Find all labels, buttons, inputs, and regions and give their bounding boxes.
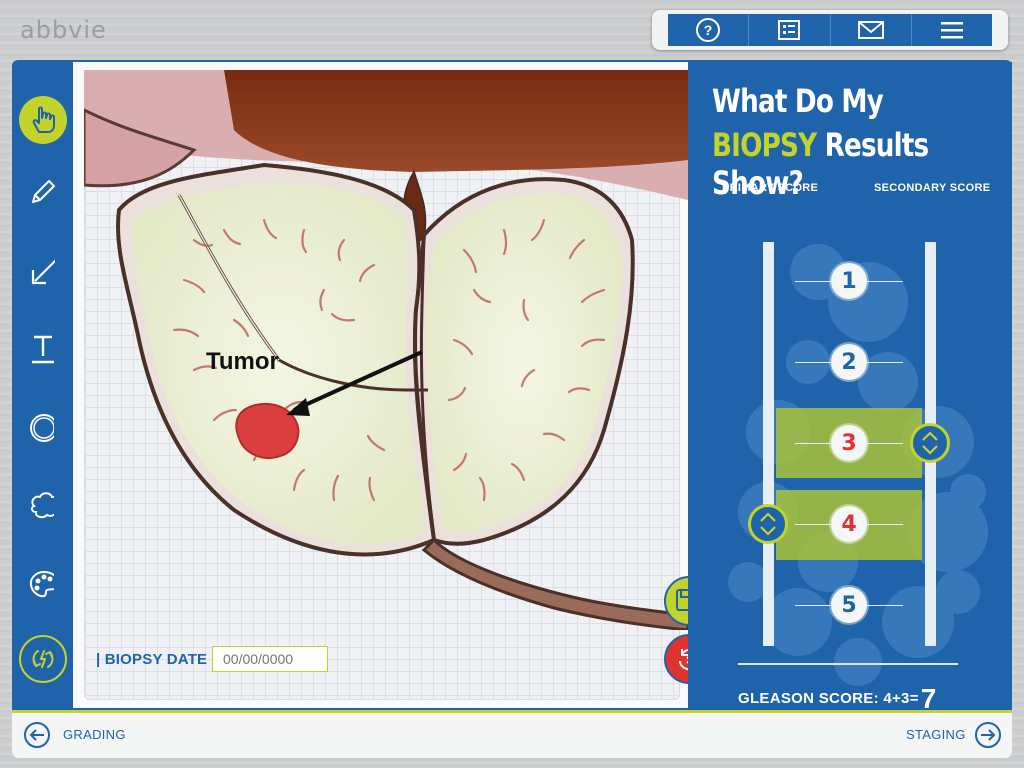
- text-icon: [32, 335, 54, 364]
- panel-title-line2: BIOPSY Results Show?: [712, 126, 968, 202]
- notes-button[interactable]: [749, 14, 831, 46]
- tumor-label: Tumor: [206, 348, 279, 375]
- up-down-chevron-icon: [760, 512, 776, 536]
- document-list-icon: [778, 20, 801, 40]
- panel-divider: [738, 663, 958, 665]
- text-tool-button[interactable]: [29, 335, 55, 364]
- circle-icon: [30, 414, 54, 442]
- circle-tool-button[interactable]: [28, 414, 54, 442]
- pencil-icon: [32, 180, 55, 203]
- arrow-right-icon: [981, 729, 996, 741]
- score-option-1[interactable]: 1: [831, 263, 867, 299]
- panel-title-line1: What Do My: [712, 82, 884, 120]
- score-option-2[interactable]: 2: [831, 344, 867, 380]
- arrow-tool-button[interactable]: [29, 259, 55, 285]
- arrow-icon: [31, 259, 55, 285]
- secondary-score-handle[interactable]: [910, 423, 950, 463]
- palette-icon: [29, 570, 54, 598]
- mail-icon: [857, 21, 884, 39]
- primary-score-label: PRIMARY SCORE: [722, 182, 819, 194]
- up-down-chevron-icon: [922, 431, 938, 455]
- help-icon: ?: [696, 18, 721, 42]
- next-button[interactable]: [975, 722, 1001, 748]
- next-label[interactable]: STAGING: [906, 727, 966, 742]
- pencil-tool-button[interactable]: [29, 179, 55, 205]
- freeform-shape-icon: [30, 492, 54, 519]
- gleason-score-label: GLEASON SCORE: 4+3=: [738, 690, 919, 707]
- shape-tool-button[interactable]: [28, 492, 54, 519]
- primary-score-handle[interactable]: [748, 504, 788, 544]
- menu-button[interactable]: [912, 14, 992, 46]
- tool-sidebar: [12, 62, 72, 708]
- score-option-4[interactable]: 4: [831, 506, 867, 542]
- reset-icon: [32, 650, 54, 668]
- score-option-5[interactable]: 5: [831, 587, 867, 623]
- panel-title-rest: Results Show?: [712, 126, 929, 202]
- email-button[interactable]: [831, 14, 912, 46]
- prev-label[interactable]: GRADING: [63, 727, 126, 742]
- biopsy-date-input[interactable]: [212, 646, 328, 672]
- primary-score-rail[interactable]: [763, 242, 774, 646]
- abbvie-logo: abbvie: [20, 16, 107, 44]
- color-tool-button[interactable]: [28, 570, 54, 598]
- secondary-score-label: SECONDARY SCORE: [874, 182, 991, 194]
- hand-pointer-icon: [32, 106, 55, 133]
- reset-tool-button[interactable]: [19, 635, 67, 683]
- prostate-illustration: [84, 70, 688, 630]
- gleason-score-value: 7: [920, 683, 937, 714]
- help-button[interactable]: ?: [668, 14, 750, 46]
- select-tool-button[interactable]: [19, 96, 67, 144]
- bottom-nav-bar: [12, 710, 1012, 758]
- arrow-left-icon: [29, 729, 44, 741]
- panel-title-highlight: BIOPSY: [712, 126, 817, 164]
- prev-button[interactable]: [24, 722, 50, 748]
- top-toolbar: ?: [652, 10, 1008, 50]
- menu-icon: [940, 22, 963, 39]
- score-option-3[interactable]: 3: [831, 425, 867, 461]
- biopsy-date-label: | BIOPSY DATE |: [96, 651, 217, 668]
- svg-text:?: ?: [704, 22, 713, 38]
- gleason-score: GLEASON SCORE: 4+3=7: [738, 678, 937, 714]
